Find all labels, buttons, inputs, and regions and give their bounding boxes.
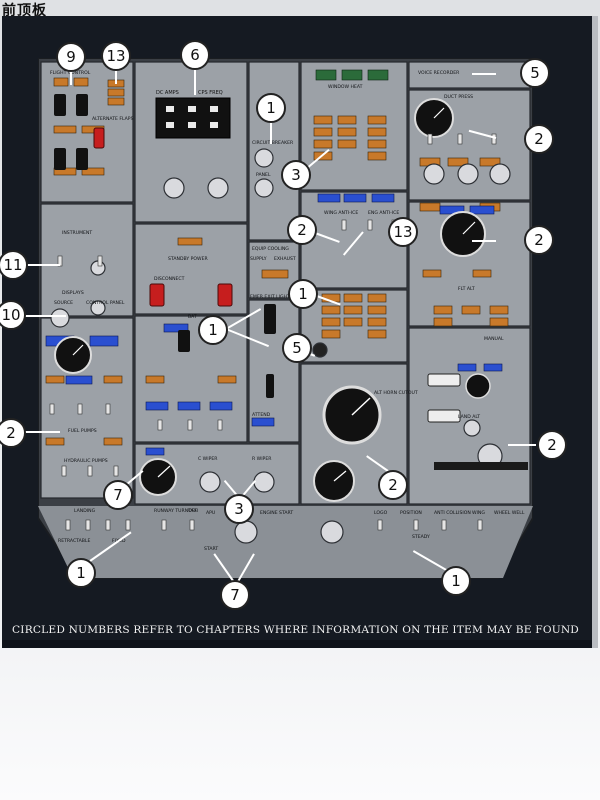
leader-9 [70,71,72,85]
leader-2f [508,444,536,446]
page-heading: 前顶板 [2,3,47,19]
label-emer-exit-lights: EMER EXIT LIGHTS [250,294,293,300]
label-supply: SUPPLY [250,256,267,262]
label-hydraulic-pumps: HYDRAULIC PUMPS [64,458,108,464]
label-duct-press: DUCT PRESS [444,94,473,100]
label-anti-collision: ANTI COLLISION [434,510,471,516]
label-displays: DISPLAYS [62,290,84,296]
callout-chapter-2: 2 [524,225,554,255]
label-r-wiper: R WIPER [252,456,272,462]
section-electrical-meters [134,61,248,223]
label-control-panel: CONTROL PANEL [86,300,125,306]
callout-chapter-7: 7 [220,580,250,610]
label-land-alt: LAND ALT [458,414,480,420]
callout-chapter-5: 5 [282,333,312,363]
callout-chapter-3: 3 [224,494,254,524]
label-standby-power: STANDBY POWER [168,256,208,262]
leader-10 [24,315,66,317]
overhead-panel-photo: DC AMPS CPS FREQ [38,58,533,593]
callout-chapter-1: 1 [66,558,96,588]
label-fuel-pumps: FUEL PUMPS [68,428,97,434]
svg-text:DC AMPS: DC AMPS [156,90,179,96]
label-panel: PANEL [256,172,271,178]
callout-chapter-10: 10 [0,300,26,330]
leader-5a [472,73,496,75]
leader-2d [20,431,60,433]
callout-chapter-2: 2 [378,470,408,500]
callout-chapter-7: 7 [103,480,133,510]
label-start: START [204,546,218,552]
leader-1a [270,122,272,144]
leader-6 [194,69,196,95]
callout-chapter-11: 11 [0,250,28,280]
callout-chapter-5: 5 [520,58,550,88]
label-wing-anti-ice: WING ANTI-ICE [324,210,358,216]
callout-chapter-6: 6 [180,40,210,70]
label-wing: WING [472,510,485,516]
section-voice-recorder [408,61,531,89]
amber-annunciators [45,77,509,446]
label-wheel-well: WHEEL WELL [494,510,525,516]
callout-chapter-3: 3 [281,160,311,190]
label-exhaust: EXHAUST [274,256,296,262]
callout-chapter-2: 2 [524,124,554,154]
label-instrument: INSTRUMENT [62,230,92,236]
label-circuit-breaker: CIRCUIT BREAKER [252,140,294,146]
callout-chapter-1: 1 [288,279,318,309]
label-retractable: RETRACTABLE [58,538,90,544]
label-taxi: TAXI [187,508,198,514]
label-flt-alt: FLT ALT [458,286,475,292]
label-c-wiper: C WIPER [198,456,218,462]
callout-chapter-13: 13 [101,41,131,71]
callout-chapter-2: 2 [537,430,567,460]
label-bat: BAT [188,314,197,320]
blue-annunciators [45,193,503,456]
callout-chapter-2: 2 [0,418,26,448]
label-apu: APU [206,510,215,516]
desk-surface [0,648,600,800]
callout-chapter-9: 9 [56,42,86,72]
label-voice-recorder: VOICE RECORDER [418,70,460,76]
callout-chapter-1: 1 [198,315,228,345]
label-alt-horn-cutout: ALT HORN CUTOUT [374,390,418,396]
dc-meter-display [155,97,231,139]
label-attend: ATTEND [252,412,271,418]
section-circuit-breaker [248,61,300,241]
label-position: POSITION [400,510,422,516]
leader-13a [115,70,117,84]
svg-text:CPS FREQ: CPS FREQ [198,90,223,96]
label-alternate-flaps: ALTERNATE FLAPS [92,116,134,122]
label-window-heat: WINDOW HEAT [328,84,363,90]
callout-chapter-1: 1 [441,566,471,596]
label-landing: LANDING [74,508,96,514]
callout-chapter-2: 2 [287,215,317,245]
section-window-probe-heat [300,61,408,191]
leader-2b [472,240,496,242]
label-eng-anti-ice: ENG ANTI-ICE [368,210,399,216]
gauges [54,98,491,502]
label-source: SOURCE [54,300,73,306]
label-logo: LOGO [374,510,388,516]
leader-11 [26,264,60,266]
label-runway-turnoff: RUNWAY TURNOFF [154,508,197,514]
label-steady: STEADY [412,534,430,540]
figure-caption: CIRCLED NUMBERS REFER TO CHAPTERS WHERE … [12,624,580,636]
callout-chapter-13: 13 [388,217,418,247]
label-disconnect: DISCONNECT [154,276,185,282]
label-equip-cooling: EQUIP COOLING [252,246,289,252]
rotary-knobs [50,148,511,544]
label-manual: MANUAL [484,336,504,342]
callout-chapter-1: 1 [256,93,286,123]
section-instrument-switch [40,203,134,317]
label-engine-start: ENGINE START [260,510,293,516]
